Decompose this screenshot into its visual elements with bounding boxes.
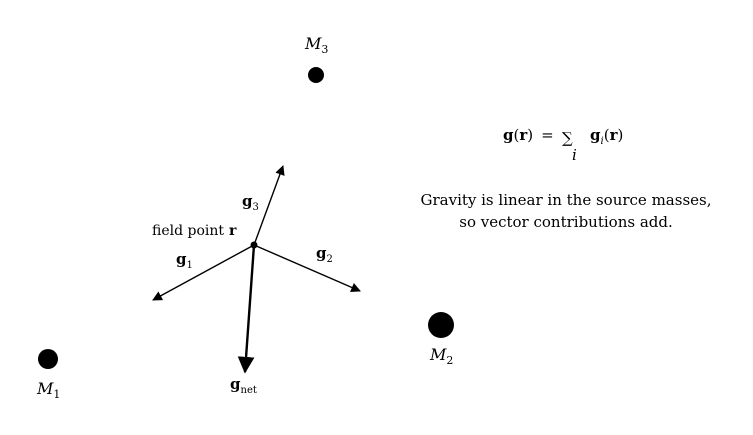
equation-lhs-close: ) bbox=[527, 126, 533, 144]
equation-sum-index: i bbox=[572, 146, 577, 164]
equation-sum-symbol: ∑ bbox=[562, 129, 573, 147]
equation-lhs-open: ( bbox=[514, 126, 520, 144]
mass-label-m2: M2 bbox=[429, 345, 453, 367]
equation-equals: = bbox=[541, 126, 554, 144]
equation-lhs-r: r bbox=[519, 126, 528, 144]
mass-label-m1: M1 bbox=[36, 379, 60, 401]
equation-rhs-close: ) bbox=[617, 126, 623, 144]
mass-m3 bbox=[308, 67, 324, 83]
vector-g2-arrow bbox=[253, 244, 361, 292]
equation-lhs-g: g bbox=[503, 126, 514, 144]
equation-rhs-g: g bbox=[590, 126, 601, 144]
svg-text:gi(r): gi(r) bbox=[590, 126, 623, 147]
equation-rhs-sub: i bbox=[601, 136, 604, 147]
linearity-note-line1: Gravity is linear in the source masses, bbox=[421, 191, 712, 209]
superposition-equation: g(r)= ∑ i gi(r) bbox=[503, 126, 623, 164]
linearity-note-line2: so vector contributions add. bbox=[459, 213, 673, 231]
mass-label-m3: M3 bbox=[304, 34, 328, 56]
svg-text:g(r)=: g(r) = bbox=[503, 126, 554, 144]
vector-g3-arrow bbox=[253, 165, 285, 246]
mass-m1 bbox=[38, 349, 58, 369]
field-point-dot bbox=[250, 241, 258, 249]
vector-label-gnet: gnet bbox=[230, 375, 257, 396]
equation-rhs-open: ( bbox=[604, 126, 610, 144]
mass-m2 bbox=[428, 312, 454, 338]
vector-label-g3: g3 bbox=[242, 192, 259, 213]
vector-g1-arrow bbox=[152, 244, 255, 301]
vector-label-g1: g1 bbox=[176, 250, 193, 271]
equation-rhs-r: r bbox=[610, 126, 619, 144]
vector-gnet-arrow bbox=[237, 244, 256, 374]
vector-label-g2: g2 bbox=[316, 244, 333, 265]
